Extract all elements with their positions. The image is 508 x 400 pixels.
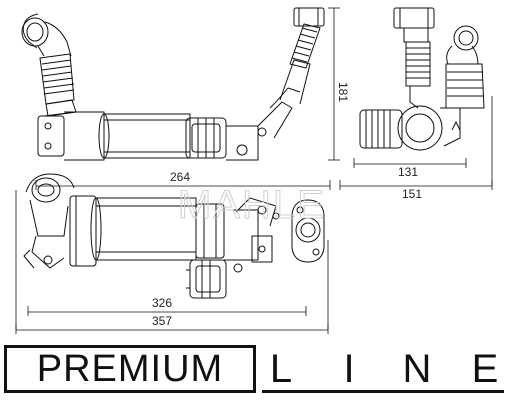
line-letter-e: E	[471, 347, 499, 391]
technical-drawing: MAHLE 264 181 131 151 326 357	[15, 7, 493, 334]
premium-box: PREMIUM	[4, 345, 256, 393]
watermark: MAHLE	[178, 183, 326, 227]
dimension-label-131: 131	[398, 165, 418, 179]
line-letter-n: N	[402, 347, 432, 391]
premium-label: PREMIUM	[36, 348, 224, 390]
top-view-part	[21, 7, 325, 161]
line-underbar	[262, 390, 504, 393]
dimension-label-151: 151	[402, 187, 422, 201]
dimension-label-357: 357	[152, 314, 172, 328]
line-letter-i: I	[343, 347, 355, 391]
premium-line-banner: PREMIUM L I N E	[0, 342, 508, 400]
line-letters: L I N E	[262, 345, 504, 393]
dimension-label-326: 326	[152, 296, 172, 310]
line-letter-l: L	[269, 347, 293, 391]
front-view-part	[23, 173, 325, 299]
dimension-label-264: 264	[170, 170, 190, 184]
dimension-label-181: 181	[336, 82, 350, 102]
side-view-part	[359, 7, 485, 151]
